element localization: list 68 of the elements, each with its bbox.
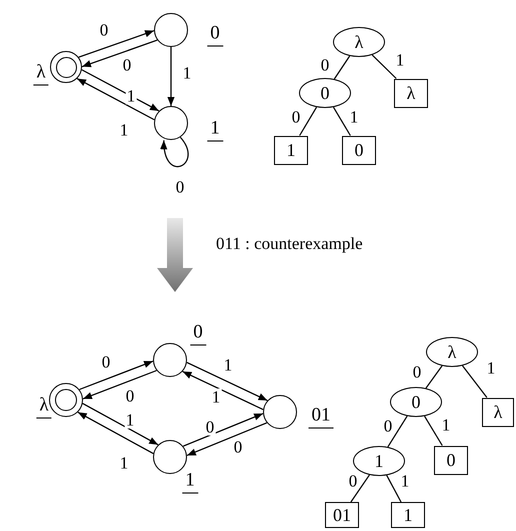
edge-label: 0 — [100, 354, 112, 370]
transition-arrow — [82, 370, 157, 400]
edge-label: 0 — [174, 178, 186, 196]
edge-label: 1 — [182, 64, 192, 82]
transition-arrow — [81, 69, 160, 112]
leaf-box: 1 — [391, 502, 425, 528]
tree-node-ellipse: λ — [426, 337, 478, 367]
transition-arrow — [82, 402, 158, 446]
edge-label: 0 — [320, 56, 330, 74]
state-label: λ — [36, 396, 52, 418]
edge-label: 1 — [118, 122, 130, 138]
state-label: λ — [33, 62, 49, 86]
tree-node-ellipse: 0 — [390, 387, 442, 417]
state-label: 1 — [207, 118, 223, 142]
leaf-box: 1 — [274, 136, 308, 164]
tree-branch-line — [387, 416, 408, 448]
leaf-box: 01 — [325, 502, 359, 528]
edge-label: 0 — [124, 388, 136, 404]
transition-arrow — [79, 360, 154, 390]
transition-arrow — [78, 30, 154, 58]
leaf-box: 0 — [434, 446, 468, 474]
transition-arrow — [182, 370, 264, 410]
edge-label: 0 — [348, 472, 358, 490]
self-loop-arrow — [160, 136, 189, 168]
tree-branch-line — [462, 365, 488, 398]
transition-arrow — [167, 47, 175, 106]
state-label: 1 — [182, 470, 198, 494]
leaf-box: λ — [394, 78, 428, 108]
tree-branch-line — [372, 54, 397, 79]
transition-arrow — [182, 412, 264, 447]
edge-label: 1 — [486, 360, 496, 376]
counterexample-note: 011 : counterexample — [216, 235, 363, 252]
edge-label: 0 — [232, 438, 244, 456]
tree-branch-line — [334, 56, 350, 80]
edge-label: 1 — [124, 412, 136, 428]
state-label: 0 — [190, 322, 206, 346]
leaf-box: λ — [482, 398, 514, 426]
edge-label: 0 — [412, 364, 422, 380]
transition-arrow — [82, 40, 158, 68]
edge-label: 1 — [440, 416, 452, 434]
edge-label: 1 — [400, 472, 410, 490]
edge-label: 1 — [222, 356, 234, 374]
edge-label: 1 — [348, 108, 360, 126]
transition-arrow — [78, 412, 154, 454]
tree-node-ellipse: 0 — [299, 78, 351, 108]
leaf-box: 0 — [342, 136, 376, 164]
edge-label: 0 — [290, 108, 302, 126]
edge-label: 0 — [122, 56, 132, 74]
edge-label: 1 — [126, 88, 136, 104]
tree-node-ellipse: λ — [333, 27, 385, 57]
state-label: 01 — [308, 406, 334, 428]
transition-arrow — [186, 422, 268, 456]
edge-label: 0 — [98, 22, 110, 38]
tree-branch-line — [332, 106, 351, 136]
tree-branch-line — [299, 106, 318, 136]
tree-branch-line — [424, 416, 443, 446]
edge-label: 0 — [382, 418, 394, 434]
tree-branch-line — [425, 366, 443, 388]
edge-label: 1 — [394, 52, 406, 68]
state-label: 0 — [207, 24, 223, 46]
edge-label: 1 — [118, 454, 130, 472]
edge-label: 1 — [210, 388, 222, 406]
edge-label: 0 — [204, 418, 216, 436]
tree-branch-line — [350, 474, 370, 502]
transition-arrow — [76, 78, 155, 120]
tree-branch-line — [386, 475, 402, 502]
transition-arrow — [186, 362, 268, 402]
tree-node-ellipse: 1 — [353, 446, 405, 476]
